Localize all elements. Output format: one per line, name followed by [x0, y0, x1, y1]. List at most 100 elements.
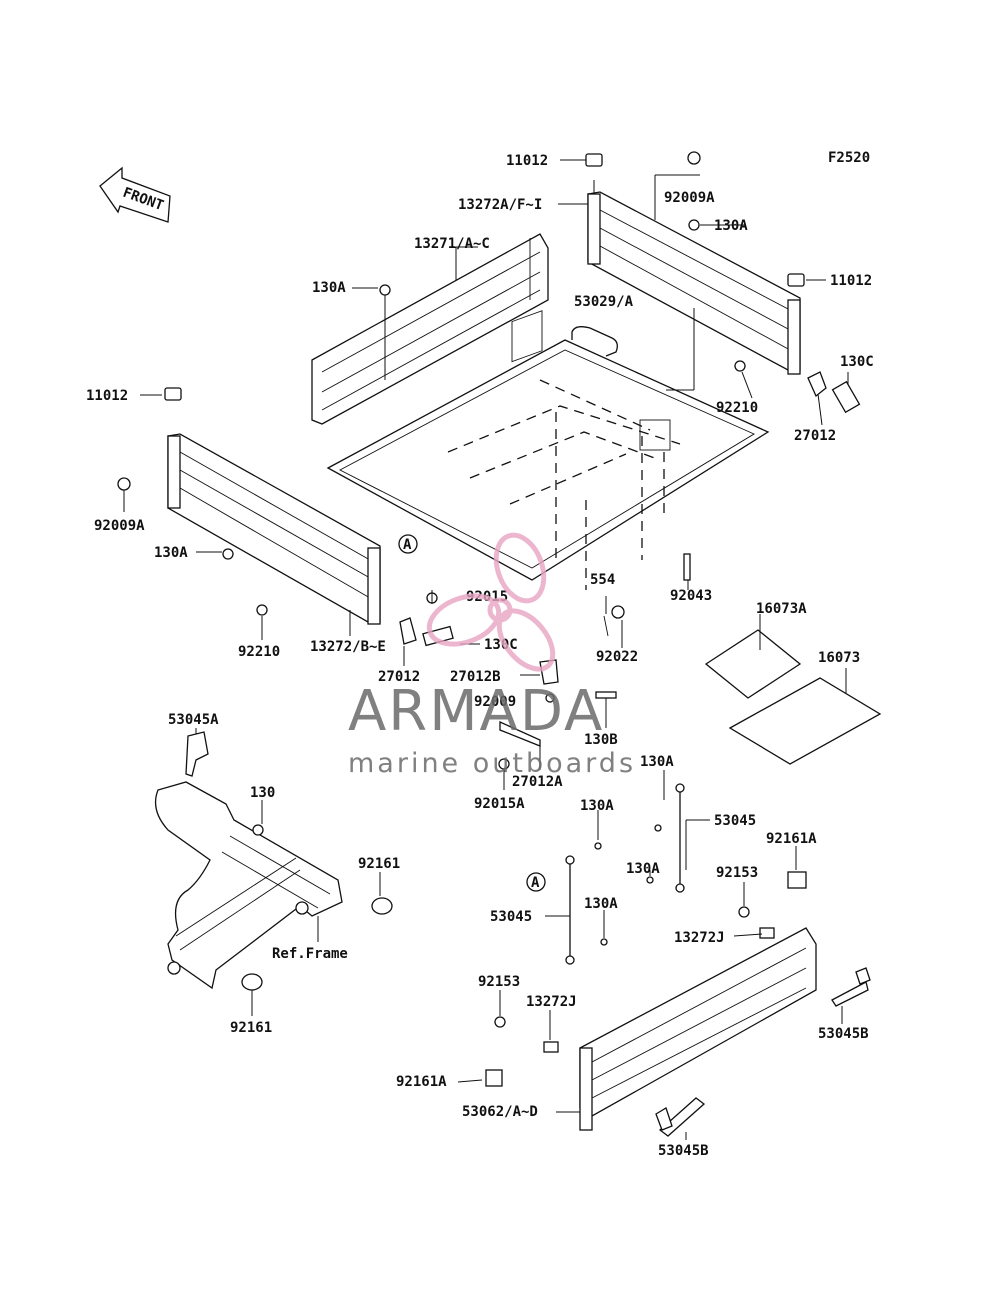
label-130a-r2: 130A [580, 798, 614, 814]
label-11012-left: 11012 [86, 388, 128, 404]
ref-a-text: A [531, 875, 540, 891]
bed-side-panel-right [587, 191, 801, 375]
ref-frame-label: Ref.Frame [272, 946, 348, 962]
label-130a-mid: 130A [154, 545, 188, 561]
handle-53045b-bottom-icon [655, 1097, 706, 1137]
label-53045b-r: 53045B [818, 1026, 869, 1042]
bed-front-panel [167, 433, 381, 625]
leader-lines-upper [123, 159, 849, 790]
watermark-tagline: marine outboards [348, 748, 636, 779]
label-130a-r3: 130A [626, 861, 660, 877]
bed-floor [326, 326, 770, 581]
label-92153-l: 92153 [478, 974, 520, 990]
label-53062: 53062/A~D [462, 1104, 538, 1120]
handle-53045a-icon [185, 731, 209, 777]
label-92161-b: 92161 [230, 1020, 272, 1036]
front-arrow-icon: FRONT [99, 166, 171, 223]
label-92015a: 92015A [474, 796, 525, 812]
bolt-130a-right-icon [688, 219, 700, 231]
hinge-13272j-right-icon [759, 927, 775, 939]
bolt-130-icon [252, 824, 264, 836]
label-92210-right: 92210 [716, 400, 758, 416]
label-92153-r: 92153 [716, 865, 758, 881]
leader-lines-tailgate [457, 770, 843, 1140]
figure-code: F2520 [828, 150, 870, 166]
nut-92153-right-icon [738, 906, 750, 918]
label-92161a-r: 92161A [766, 831, 817, 847]
ref-circle-a-top: A [398, 534, 418, 554]
label-13271: 13271/A~C [414, 236, 490, 252]
bed-side-panel-left [311, 233, 549, 425]
label-27012b: 27012B [450, 669, 501, 685]
leader-lines-chassis [195, 728, 381, 1016]
label-53045b-b: 53045B [658, 1143, 709, 1159]
label-53045-l: 53045 [490, 909, 532, 925]
mat-16073a [704, 629, 802, 699]
nut-92015a-icon [498, 758, 510, 770]
nut-92210-right-icon [734, 360, 746, 372]
hidden-frame-outline [447, 310, 681, 590]
hinge-13272j-left-icon [543, 1041, 559, 1053]
label-27012-right: 27012 [794, 428, 836, 444]
cap-92161-a-icon [371, 897, 393, 915]
clip-92009a-top-icon [687, 151, 701, 165]
label-92043: 92043 [670, 588, 712, 604]
nut-92153-left-icon [494, 1016, 506, 1028]
watermark-brand: ARMADA [348, 679, 604, 744]
label-130c-right: 130C [840, 354, 874, 370]
label-130: 130 [250, 785, 275, 801]
chassis-frame [154, 781, 343, 990]
label-13272a-f: 13272A/F~I [458, 197, 542, 213]
washer-92022-icon [611, 605, 625, 619]
bolt-92009-icon [545, 693, 555, 703]
label-92210-left: 92210 [238, 644, 280, 660]
ref-a-text: A [403, 537, 412, 553]
cable-53045-right [675, 783, 685, 893]
label-27012-mid: 27012 [378, 669, 420, 685]
label-16073: 16073 [818, 650, 860, 666]
cap-11012-top-icon [585, 153, 603, 167]
bolts-130a-tailgate-icon [594, 824, 662, 946]
tailgate [579, 927, 817, 1131]
label-27012a: 27012A [512, 774, 563, 790]
label-13272-b-e: 13272/B~E [310, 639, 386, 655]
label-53045a: 53045A [168, 712, 219, 728]
label-92161a-l: 92161A [396, 1074, 447, 1090]
rubber-92161a-right-icon [787, 871, 807, 889]
pin-92043-icon [683, 553, 691, 581]
label-130a-top: 130A [714, 218, 748, 234]
label-16073a: 16073A [756, 601, 807, 617]
label-13272j-r: 13272J [674, 930, 725, 946]
label-130a-r1: 130A [640, 754, 674, 770]
label-13272j-l: 13272J [526, 994, 577, 1010]
pin-554-icon [603, 615, 609, 637]
cable-53045-left [565, 855, 575, 965]
label-92009a-left: 92009A [94, 518, 145, 534]
watermark-logo-icon [426, 532, 556, 672]
label-11012-right: 11012 [830, 273, 872, 289]
rubber-92161a-left-icon [485, 1069, 503, 1087]
label-554: 554 [590, 572, 615, 588]
cap-92161-b-icon [241, 973, 263, 991]
label-53045-r: 53045 [714, 813, 756, 829]
label-11012-top: 11012 [506, 153, 548, 169]
label-130a-r4: 130A [584, 896, 618, 912]
label-92022: 92022 [596, 649, 638, 665]
bolt-130a-icon [379, 284, 391, 380]
label-92161-a: 92161 [358, 856, 400, 872]
label-130b: 130B [584, 732, 618, 748]
bolt-130a-mid-icon [222, 548, 234, 560]
ref-circle-a-bottom: A [526, 872, 546, 892]
nut-92210-left-icon [256, 604, 268, 616]
cap-11012-right-icon [787, 273, 805, 287]
label-53029: 53029/A [574, 294, 634, 310]
clip-92009a-left-icon [117, 477, 131, 491]
cap-11012-left-icon [164, 387, 182, 401]
label-130a-left: 130A [312, 280, 346, 296]
handle-53045b-right-icon [831, 967, 871, 1007]
label-92009: 92009 [474, 694, 516, 710]
label-92009a-top: 92009A [664, 190, 715, 206]
latch-27012-right-icon [807, 371, 861, 414]
